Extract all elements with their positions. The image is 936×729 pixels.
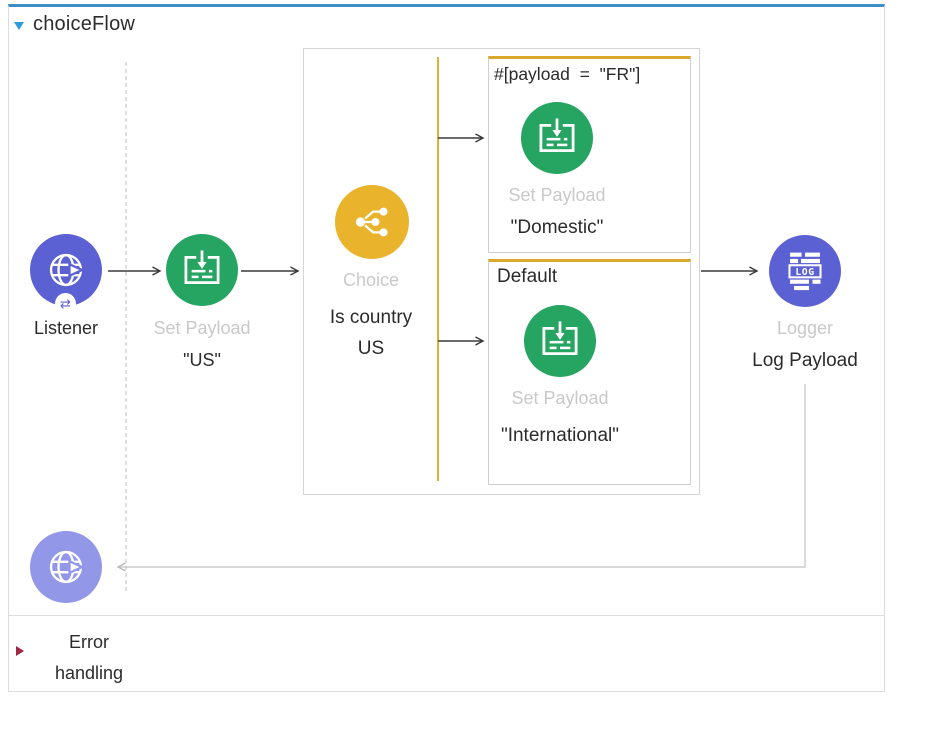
set-payload-international-doc-name: "International" [500, 425, 620, 446]
listener-label: Listener [33, 318, 99, 338]
error-handling-label[interactable]: Error handling [54, 632, 124, 683]
logger-icon-text: LOG [795, 267, 814, 278]
listener-response-notch[interactable]: ⇄ [55, 293, 76, 314]
choice-label: Choice [342, 270, 400, 290]
set-payload-international-label: Set Payload [511, 388, 609, 408]
source-response-node[interactable] [30, 531, 102, 603]
default-branch-label[interactable]: Default [497, 266, 558, 287]
error-handling-divider [9, 615, 884, 616]
set-payload-us-label: Set Payload [153, 318, 251, 338]
globe-arrow-icon [49, 550, 85, 584]
bidirectional-arrows-icon: ⇄ [60, 296, 71, 311]
set-payload-icon [539, 118, 575, 153]
set-payload-icon [542, 321, 578, 356]
set-payload-us-doc-name: "US" [183, 350, 221, 370]
logger-node[interactable]: LOG [769, 235, 841, 307]
collapse-caret-icon[interactable] [14, 22, 24, 30]
set-payload-international-node[interactable] [524, 305, 596, 377]
when-expression[interactable]: #[payload = "FR"] [494, 64, 641, 84]
set-payload-domestic-label: Set Payload [508, 185, 606, 205]
logger-icon: LOG [788, 252, 822, 291]
set-payload-us-node[interactable] [166, 234, 238, 306]
error-handling-expand-caret-icon[interactable] [16, 646, 24, 656]
logger-label: Logger [776, 318, 834, 338]
set-payload-icon [184, 250, 220, 285]
globe-arrow-icon [49, 253, 85, 287]
flow-title-label: choiceFlow [33, 13, 136, 35]
default-branch-box[interactable] [488, 259, 691, 485]
set-payload-domestic-doc-name: "Domestic" [510, 217, 604, 238]
set-payload-domestic-node[interactable] [521, 102, 593, 174]
choice-doc-name: Is country US [329, 307, 413, 359]
when-branch-box[interactable] [488, 56, 691, 253]
logger-doc-name: Log Payload [752, 350, 858, 371]
choice-node[interactable] [335, 185, 409, 259]
flow-title[interactable]: choiceFlow [14, 13, 135, 36]
choice-branch-icon [355, 207, 388, 237]
listener-node[interactable] [30, 234, 102, 306]
